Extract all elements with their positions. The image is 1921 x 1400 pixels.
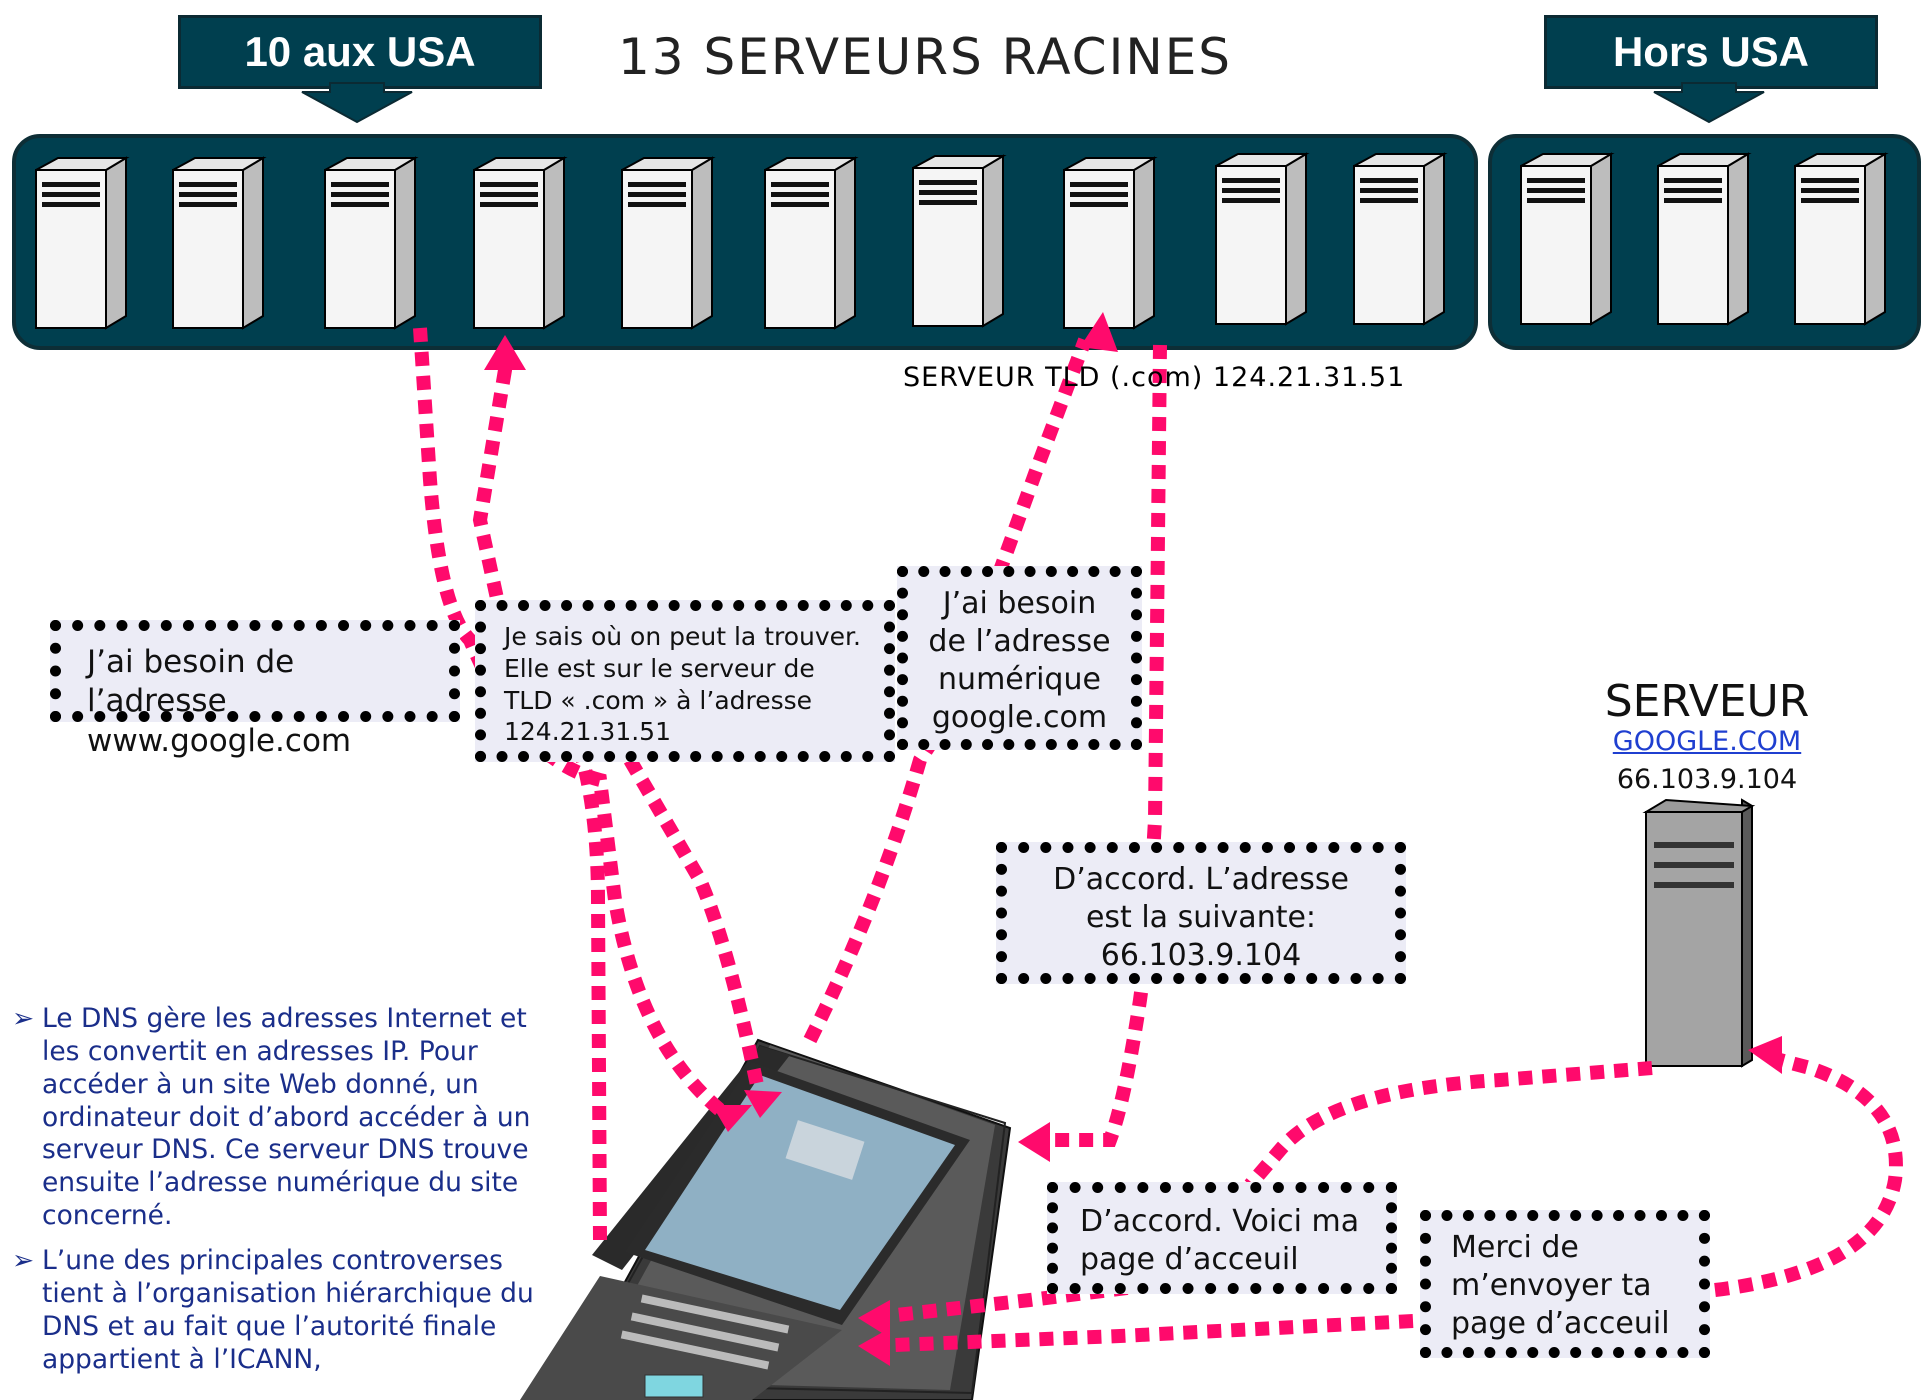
bubble-ok-address: D’accord. L’adresse est la suivante: 66.…: [996, 842, 1406, 984]
bullet-text: Le DNS gère les adresses Internet et les…: [42, 1003, 531, 1232]
google-server-icon: [1642, 798, 1756, 1068]
root-server-icon: [1063, 157, 1155, 329]
arrow-head: [744, 1090, 782, 1118]
root-server-icon: [324, 157, 416, 329]
arrow-head: [712, 1105, 752, 1132]
arrow-head: [1080, 312, 1118, 352]
arrow-head: [1018, 1122, 1050, 1162]
root-server-icon: [172, 157, 264, 329]
root-server-icon: [35, 157, 127, 329]
google-server-link[interactable]: GOOGLE.COM: [1612, 726, 1802, 757]
arrow-head: [1748, 1036, 1782, 1074]
root-server-icon: [1215, 153, 1307, 325]
google-server-title: SERVEUR: [1604, 676, 1810, 727]
diagram-title: 13 SERVEURS RACINES: [618, 28, 1233, 86]
laptop-icon: [520, 1038, 1012, 1400]
root-server-icon: [912, 155, 1004, 327]
bullet-item: ➢ L’une des principales controverses tie…: [12, 1245, 567, 1376]
tld-server-caption: SERVEUR TLD (.com) 124.21.31.51: [903, 362, 1406, 393]
bubble-ok-homepage: D’accord. Voici ma page d’acceuil: [1047, 1182, 1397, 1294]
bullet-text: L’une des principales controverses tient…: [42, 1245, 534, 1375]
bullet-arrow-icon: ➢: [12, 1245, 35, 1277]
bubble-need-address: J’ai besoin de l’adresse www.google.com: [50, 620, 460, 759]
root-server-icon: [1353, 153, 1445, 325]
root-server-icon: [764, 157, 856, 329]
usa-label: 10 aux USA: [178, 15, 542, 89]
usa-arrow: [301, 82, 413, 124]
root-server-icon: [1794, 153, 1886, 325]
arrow-head: [858, 1328, 890, 1366]
bullet-item: ➢ Le DNS gère les adresses Internet et l…: [12, 1003, 567, 1233]
root-server-icon: [621, 157, 713, 329]
root-server-icon: [473, 157, 565, 329]
root-server-icon: [1657, 153, 1749, 325]
arrow-head: [484, 335, 526, 370]
bullet-list: ➢ Le DNS gère les adresses Internet et l…: [12, 1003, 567, 1388]
non-usa-arrow: [1653, 82, 1765, 124]
google-server-ip: 66.103.9.104: [1616, 764, 1798, 795]
bullet-arrow-icon: ➢: [12, 1003, 35, 1034]
bubble-need-numeric: J’ai besoin de l’adresse numérique googl…: [897, 566, 1142, 750]
bubble-thanks-send: Merci de m’envoyer ta page d’acceuil: [1420, 1210, 1710, 1358]
root-server-icon: [1520, 153, 1612, 325]
arrow-head: [858, 1300, 890, 1338]
bubble-know-where: Je sais où on peut la trouver. Elle est …: [475, 600, 895, 762]
